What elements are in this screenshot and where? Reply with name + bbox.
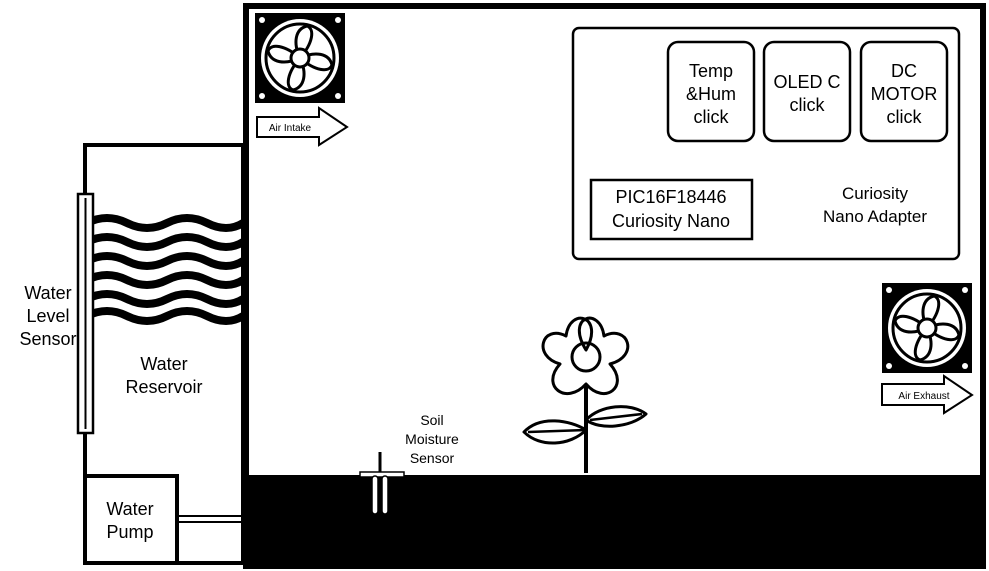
soil-moisture-label-3: Sensor <box>410 450 455 466</box>
oled-label-2: click <box>790 95 826 115</box>
intake-fan-icon <box>253 11 347 105</box>
pic-curiosity-nano <box>589 178 754 241</box>
pic-label-1: PIC16F18446 <box>615 187 726 207</box>
flower-icon <box>522 316 648 473</box>
water-level-sensor-label-1: Water <box>24 283 71 303</box>
pump-pipe <box>177 515 246 523</box>
water-pump-label-1: Water <box>106 499 153 519</box>
water-reservoir-label-1: Water <box>140 354 187 374</box>
temp-hum-click <box>666 40 756 143</box>
water-waves <box>83 214 247 325</box>
water-level-sensor-label-2: Level <box>26 306 69 326</box>
dc-motor-label-3: click <box>887 107 923 127</box>
temp-hum-label-1: Temp <box>689 61 733 81</box>
soil-moisture-sensor <box>359 452 405 515</box>
adapter-label-1: Curiosity <box>842 184 909 203</box>
temp-hum-label-3: click <box>694 107 730 127</box>
curiosity-nano-adapter <box>571 26 961 261</box>
water-level-sensor-label-3: Sensor <box>19 329 76 349</box>
dc-motor-click <box>859 40 949 143</box>
dc-motor-label-2: MOTOR <box>871 84 938 104</box>
water-reservoir-label-2: Reservoir <box>125 377 202 397</box>
soil <box>246 475 983 566</box>
oled-label-1: OLED C <box>773 72 840 92</box>
pic-label-2: Curiosity Nano <box>612 211 730 231</box>
adapter-label-2: Nano Adapter <box>823 207 927 226</box>
temp-hum-label-2: &Hum <box>686 84 736 104</box>
air-intake-arrow <box>256 106 349 147</box>
air-exhaust-label: Air Exhaust <box>898 391 949 402</box>
dc-motor-label-1: DC <box>891 61 917 81</box>
exhaust-fan-icon <box>880 281 974 375</box>
air-intake-label: Air Intake <box>269 123 312 134</box>
water-pump <box>83 474 179 565</box>
soil-moisture-label-1: Soil <box>420 412 443 428</box>
oled-c-click <box>762 40 852 143</box>
soil-moisture-label-2: Moisture <box>405 431 459 447</box>
air-exhaust-arrow <box>881 374 974 415</box>
water-pump-label-2: Pump <box>106 522 153 542</box>
